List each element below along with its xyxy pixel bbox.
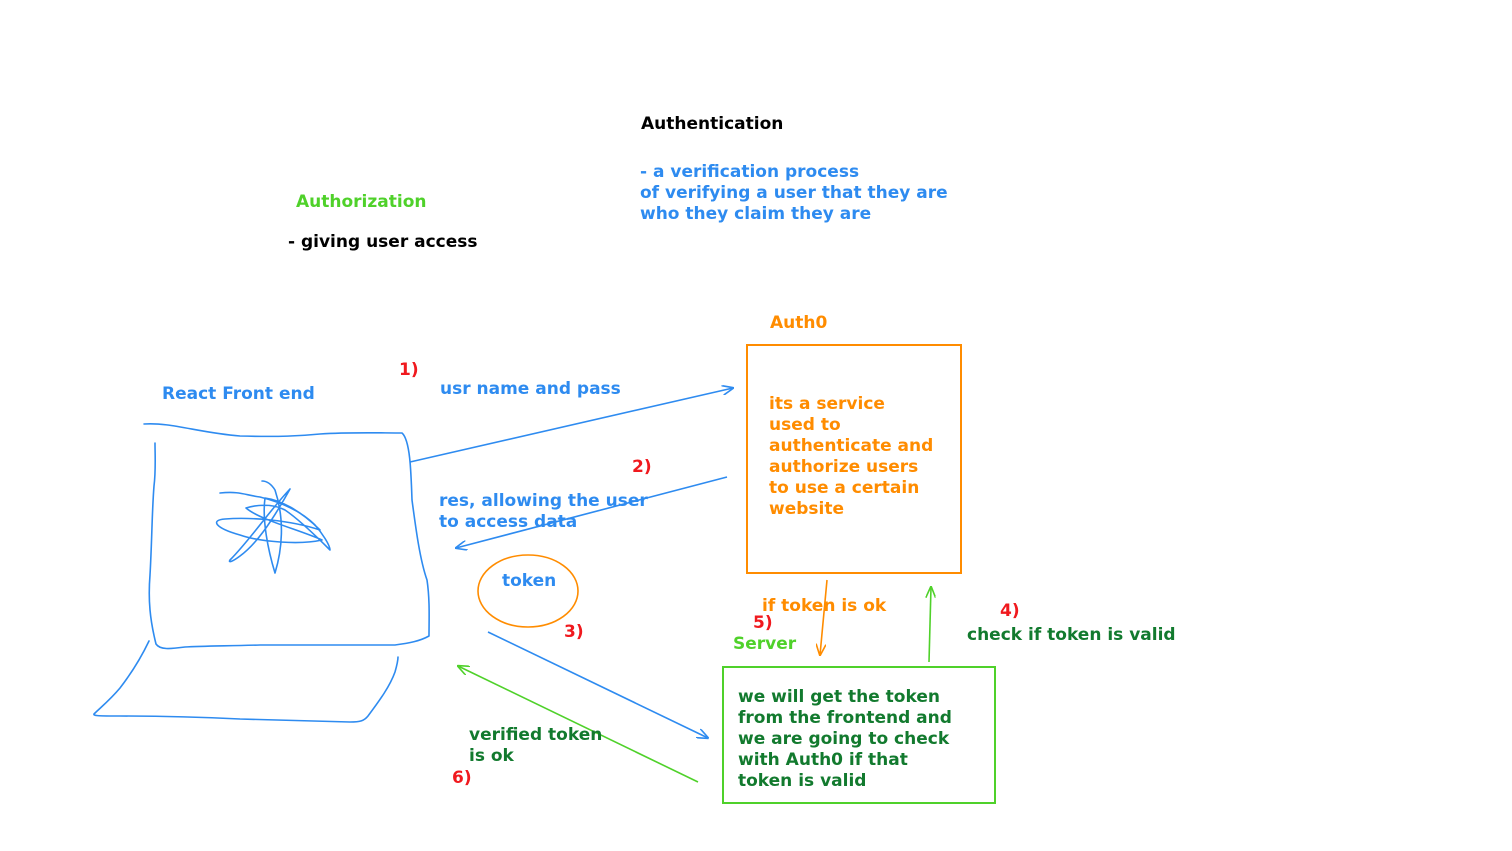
authorization-title: Authorization: [296, 192, 427, 212]
auth0-label: Auth0: [770, 313, 828, 333]
step-6-number: 6): [452, 768, 472, 788]
step-5-text: if token is ok: [762, 596, 887, 616]
auth0-box: [746, 344, 962, 574]
frontend-label: React Front end: [162, 384, 315, 404]
step-3-number: 3): [564, 622, 584, 642]
arrow-5-token-ok: [820, 579, 828, 655]
step-1-number: 1): [399, 360, 419, 380]
step-4-text: check if token is valid: [967, 625, 1176, 645]
step-5-number: 5): [753, 613, 773, 633]
auth0-description: its a service used to authenticate and a…: [769, 394, 934, 519]
authentication-title: Authentication: [641, 114, 784, 134]
authorization-description: - giving user access: [288, 232, 478, 252]
arrow-3-token-to-server: [487, 631, 708, 738]
laptop-sketch: [93, 422, 430, 723]
authentication-description: - a verification process of verifying a …: [640, 162, 948, 224]
arrow-2-response: [456, 476, 728, 548]
step-1-text: usr name and pass: [440, 379, 621, 399]
arrow-6-verified: [458, 666, 699, 783]
server-box: [722, 666, 996, 804]
server-description: we will get the token from the frontend …: [738, 687, 952, 791]
laptop-scribble: [215, 480, 331, 574]
token-ellipse: [477, 554, 579, 628]
step-6-text: verified token is ok: [469, 725, 603, 766]
token-label: token: [502, 571, 557, 591]
step-2-text: res, allowing the user to access data: [439, 491, 648, 532]
step-2-number: 2): [632, 457, 652, 477]
laptop-screen-outline: [143, 422, 430, 650]
arrow-1-credentials: [409, 388, 733, 463]
server-label: Server: [733, 634, 797, 654]
arrow-4-check-token: [929, 587, 931, 663]
step-4-number: 4): [1000, 601, 1020, 621]
laptop-base-outline: [93, 640, 399, 723]
